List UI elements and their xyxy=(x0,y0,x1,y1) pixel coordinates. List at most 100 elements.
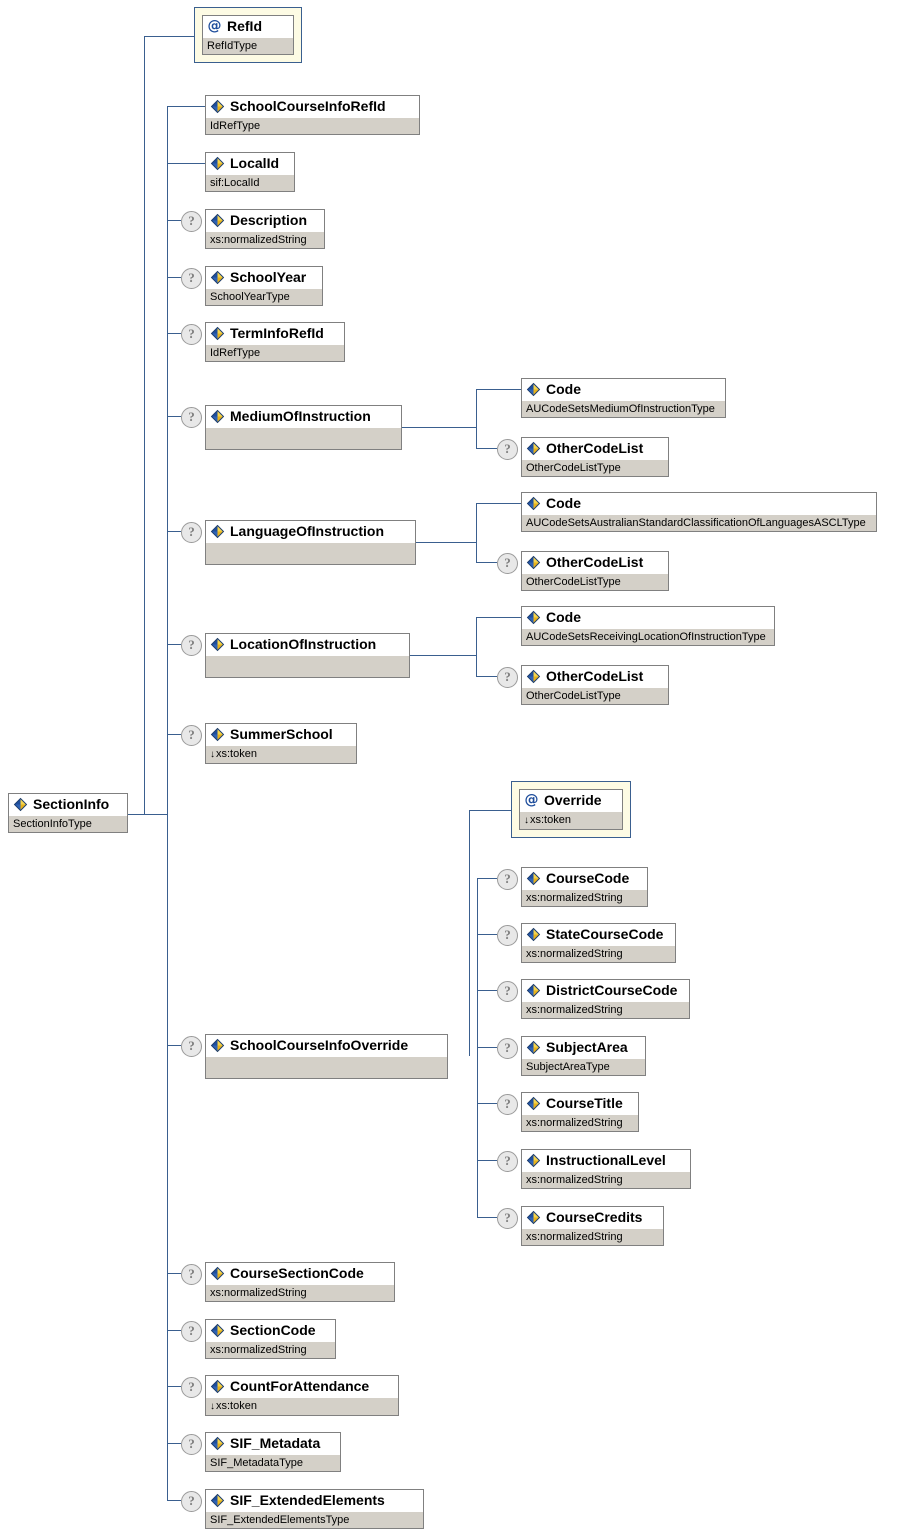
node-name-label: LocalId xyxy=(230,155,280,171)
xsd-node-languageofinstruction[interactable]: LanguageOfInstruction xyxy=(205,520,416,565)
element-icon xyxy=(13,797,28,812)
node-type-label: AUCodeSetsMediumOfInstructionType xyxy=(522,400,725,417)
node-type-label: xs:normalizedString xyxy=(522,1171,690,1188)
node-name-label: OtherCodeList xyxy=(546,554,644,570)
node-name-label: DistrictCourseCode xyxy=(546,982,678,998)
optional-question-icon: ? xyxy=(497,925,518,946)
node-type-text: xs:token xyxy=(530,814,571,826)
node-name: Description xyxy=(206,210,324,231)
connector-line-vertical xyxy=(477,878,478,1217)
attribute-frame-override[interactable]: @Override↓xs:token xyxy=(511,781,631,838)
xsd-node-countforattendance[interactable]: CountForAttendance↓xs:token xyxy=(205,1375,399,1416)
node-name-label: StateCourseCode xyxy=(546,926,664,942)
node-type-label xyxy=(206,427,401,449)
node-type-label: ↓xs:token xyxy=(206,1397,398,1415)
connector-line-horizontal xyxy=(167,1045,181,1046)
optional-question-icon: ? xyxy=(181,1434,202,1455)
node-name-label: SubjectArea xyxy=(546,1039,628,1055)
optional-question-icon: ? xyxy=(181,268,202,289)
down-arrow-icon: ↓ xyxy=(210,1401,215,1412)
node-type-text: xs:token xyxy=(216,748,257,760)
node-name-label: InstructionalLevel xyxy=(546,1152,666,1168)
node-name: @RefId xyxy=(203,16,293,37)
element-icon xyxy=(210,1379,225,1394)
optional-question-icon: ? xyxy=(181,1491,202,1512)
connector-line-horizontal xyxy=(476,448,497,449)
node-name-label: SchoolCourseInfoRefId xyxy=(230,98,386,114)
connector-line-horizontal xyxy=(469,810,511,811)
connector-line-horizontal xyxy=(167,1443,181,1444)
connector-line-vertical xyxy=(476,503,477,562)
node-name: Code xyxy=(522,493,876,514)
node-name: OtherCodeList xyxy=(522,552,668,573)
element-icon xyxy=(210,409,225,424)
xsd-node-schoolcourseinfooverride[interactable]: SchoolCourseInfoOverride xyxy=(205,1034,448,1079)
node-name: CourseTitle xyxy=(522,1093,638,1114)
node-name-label: SchoolCourseInfoOverride xyxy=(230,1037,409,1053)
node-box: @Override↓xs:token xyxy=(519,789,623,830)
xsd-node-mediumofinstruction[interactable]: MediumOfInstruction xyxy=(205,405,402,450)
connector-line-horizontal xyxy=(167,416,181,417)
connector-line-horizontal xyxy=(167,734,181,735)
node-name: StateCourseCode xyxy=(522,924,675,945)
xsd-node-summerschool[interactable]: SummerSchool↓xs:token xyxy=(205,723,357,764)
node-name: @Override xyxy=(520,790,622,811)
node-box: LocationOfInstruction xyxy=(205,633,410,678)
node-type-label: xs:normalizedString xyxy=(206,231,324,248)
node-name-label: CourseSectionCode xyxy=(230,1265,364,1281)
connector-line-horizontal xyxy=(476,617,521,618)
node-type-label xyxy=(206,655,409,677)
node-type-label: SectionInfoType xyxy=(9,815,127,832)
optional-question-icon: ? xyxy=(181,407,202,428)
node-name: InstructionalLevel xyxy=(522,1150,690,1171)
node-type-label: AUCodeSetsAustralianStandardClassificati… xyxy=(522,514,876,531)
element-icon xyxy=(210,99,225,114)
optional-question-icon: ? xyxy=(497,1038,518,1059)
node-name: TermInfoRefId xyxy=(206,323,344,344)
element-icon xyxy=(526,871,541,886)
optional-question-icon: ? xyxy=(181,1377,202,1398)
optional-question-icon: ? xyxy=(181,635,202,656)
element-icon xyxy=(210,326,225,341)
node-name-label: OtherCodeList xyxy=(546,440,644,456)
xsd-node-locationofinstruction[interactable]: LocationOfInstruction xyxy=(205,633,410,678)
node-box: MediumOfInstruction xyxy=(205,405,402,450)
node-name-label: Override xyxy=(544,792,602,808)
xsd-node-instructionallevel[interactable]: InstructionalLevel xs:normalizedString xyxy=(521,1149,691,1189)
node-name-label: Code xyxy=(546,495,581,511)
connector-line-horizontal xyxy=(144,814,168,815)
